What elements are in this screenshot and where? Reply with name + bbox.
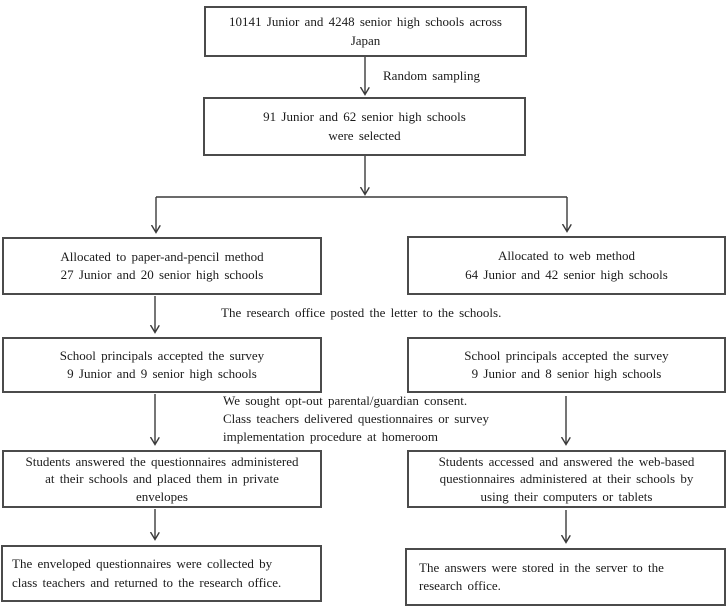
node-text-line: School principals accepted the survey: [59, 347, 265, 363]
annotation-random-sampling: Random sampling: [383, 68, 480, 83]
node-text-line: were selected: [328, 127, 401, 143]
node-paper-students: Students answered the questionnaires adm…: [2, 450, 322, 508]
annotation-consent-line: Class teachers delivered questionnaires …: [223, 411, 489, 426]
node-web-stored: The answers were stored in the server to…: [405, 548, 726, 606]
node-text-line: 27 Junior and 20 senior high schools: [60, 267, 264, 282]
node-paper-collected: The enveloped questionnaires were collec…: [1, 545, 322, 602]
node-text-line: Japan: [350, 32, 381, 48]
node-text-line: Allocated to paper-and-pencil method: [60, 248, 264, 264]
annotation-letter-posted: The research office posted the letter to…: [221, 305, 502, 320]
node-text-line: questionnaires administered at their sch…: [439, 471, 694, 487]
node-paper-allocated: Allocated to paper-and-pencil method 27 …: [2, 237, 322, 295]
node-text-line: using their computers or tablets: [480, 488, 653, 504]
node-web-allocated: Allocated to web method 64 Junior and 42…: [407, 236, 726, 295]
node-text-line: 9 Junior and 8 senior high schools: [471, 366, 662, 381]
node-text-line: Students answered the questionnaires adm…: [25, 453, 299, 469]
node-text-line: class teachers and returned to the resea…: [12, 574, 282, 590]
node-text-line: School principals accepted the survey: [464, 347, 669, 363]
node-text-line: 91 Junior and 62 senior high schools: [263, 109, 466, 124]
node-text-line: The enveloped questionnaires were collec…: [12, 556, 273, 571]
annotation-consent: We sought opt-out parental/guardian cons…: [223, 392, 489, 446]
node-population: 10141 Junior and 4248 senior high school…: [204, 6, 527, 57]
node-text-line: Allocated to web method: [497, 248, 636, 263]
node-text-line: 10141 Junior and 4248 senior high school…: [229, 14, 502, 29]
node-text-line: The answers were stored in the server to…: [419, 559, 664, 575]
node-text-line: at their schools and placed them in priv…: [45, 471, 279, 487]
node-text-line: Students accessed and answered the web-b…: [438, 453, 695, 469]
node-text-line: 9 Junior and 9 senior high schools: [67, 366, 257, 381]
node-text-line: research office.: [419, 578, 501, 593]
annotation-consent-line: implementation procedure at homeroom: [223, 429, 439, 444]
node-web-principals: School principals accepted the survey 9 …: [407, 337, 726, 393]
annotation-consent-line: We sought opt-out parental/guardian cons…: [223, 393, 468, 408]
node-text-line: 64 Junior and 42 senior high schools: [465, 266, 668, 282]
node-selected: 91 Junior and 62 senior high schools wer…: [203, 97, 526, 156]
node-text-line: envelopes: [136, 488, 188, 504]
node-web-students: Students accessed and answered the web-b…: [407, 450, 726, 508]
node-paper-principals: School principals accepted the survey 9 …: [2, 337, 322, 393]
